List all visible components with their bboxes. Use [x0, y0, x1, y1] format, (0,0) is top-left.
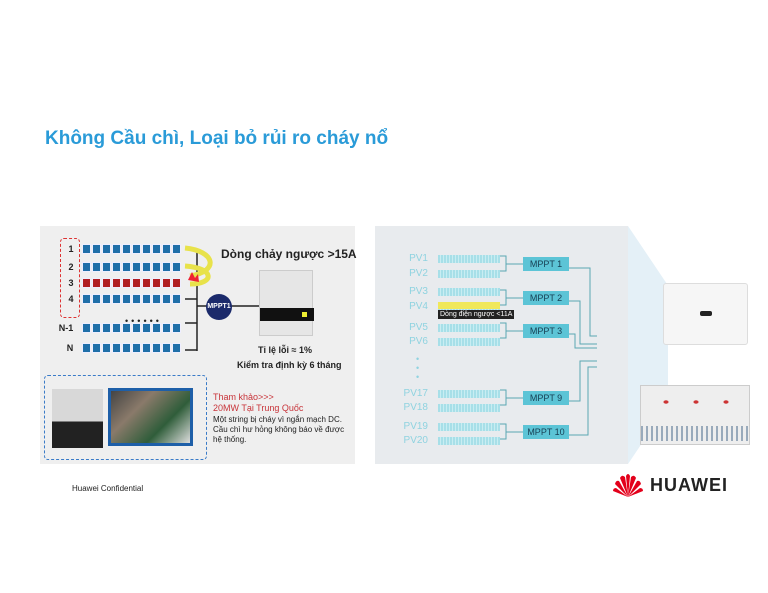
pv-string-bar — [438, 390, 500, 398]
connector — [500, 423, 523, 440]
pv-label: PV18 — [403, 402, 428, 413]
mppt-box: MPPT 1 — [523, 257, 569, 271]
brand-name: HUAWEI — [650, 474, 728, 495]
mppt1-node: MPPT1 — [206, 294, 232, 320]
reverse-current-note: Dòng điện ngược <11A — [438, 310, 515, 319]
reverse-current-highlight — [438, 302, 500, 309]
string-label: 3 — [68, 278, 74, 288]
pv-string-bar — [438, 338, 500, 346]
pv-string — [82, 323, 181, 333]
pv-string-bar — [438, 404, 500, 412]
inspection-text: Kiểm tra định kỳ 6 tháng — [237, 360, 342, 370]
pv-string-bar — [438, 288, 500, 296]
combiner-interior-photo — [108, 388, 193, 446]
pv-string-bar — [438, 437, 500, 445]
pv-string — [82, 262, 181, 272]
pv-label: PV20 — [403, 435, 428, 446]
slide-title: Không Cầu chì, Loại bỏ rủi ro cháy nổ — [45, 128, 389, 149]
string-label: N — [66, 343, 74, 353]
pv-string — [82, 278, 181, 288]
pv-label: PV2 — [409, 268, 428, 279]
huawei-petal-icon — [613, 474, 643, 497]
pv-string — [82, 294, 181, 304]
connector — [500, 322, 523, 339]
pv-string — [82, 244, 181, 254]
ellipsis-dots: ••• — [416, 354, 420, 382]
inverter-bottom-image — [640, 385, 750, 445]
reference-title: Tham khảo>>> — [213, 392, 274, 402]
pv-string-bar — [438, 270, 500, 278]
reference-site: 20MW Tại Trung Quốc — [213, 403, 304, 413]
mppt-wiring — [568, 267, 597, 436]
string-label: 2 — [68, 262, 74, 272]
mppt-box: MPPT 3 — [523, 324, 569, 338]
ellipsis-dots: •••••• — [125, 316, 162, 326]
pv-string-bar — [438, 255, 500, 263]
pv-label: PV5 — [409, 322, 428, 333]
pv-string — [82, 343, 181, 353]
pv-label: PV6 — [409, 336, 428, 347]
pv-string-bar — [438, 324, 500, 332]
fault-rate-text: Tỉ lệ lỗi ≈ 1% — [258, 345, 312, 355]
string-label: 1 — [68, 244, 74, 254]
mppt-box: MPPT 9 — [523, 391, 569, 405]
pv-label: PV3 — [409, 286, 428, 297]
reference-description: Một string bị cháy vì ngắn mạch DC. Cầu … — [213, 415, 345, 444]
reverse-current-label: Dòng chảy ngược >15A — [221, 247, 357, 261]
mppt-box: MPPT 2 — [523, 291, 569, 305]
confidential-label: Huawei Confidential — [72, 484, 144, 493]
burnt-combiner-photo — [52, 389, 103, 448]
pv-string-bar — [438, 423, 500, 431]
pv-label: PV19 — [403, 421, 428, 432]
string-inverter-image — [259, 270, 314, 336]
affected-strings-box — [60, 238, 80, 318]
reference-box — [44, 375, 207, 460]
connector — [500, 389, 523, 406]
huawei-logo: HUAWEI — [612, 472, 728, 498]
pv-label: PV1 — [409, 253, 428, 264]
connector — [500, 255, 523, 272]
mppt-box: MPPT 10 — [523, 425, 569, 439]
pv-label: PV4 — [409, 301, 428, 312]
pv-label: PV17 — [403, 388, 428, 399]
connector — [500, 289, 523, 306]
string-label: N-1 — [58, 323, 74, 333]
string-label: 4 — [68, 294, 74, 304]
inverter-front-image — [663, 283, 748, 345]
